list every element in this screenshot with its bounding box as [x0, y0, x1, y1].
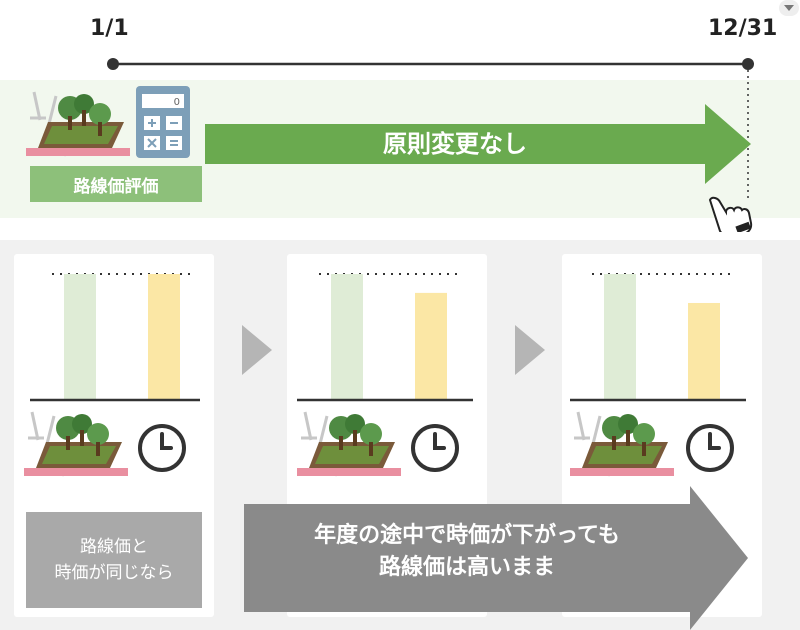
bottom-arrow-line2: 路線価は高いまま	[378, 555, 555, 580]
clock-icon	[686, 424, 734, 472]
chevron-right-icon	[515, 325, 545, 375]
timeline-svg	[107, 58, 754, 200]
top-arrow-text: 原則変更なし	[383, 130, 527, 158]
route-price-bar	[331, 274, 363, 400]
land-with-trees-icon	[26, 91, 130, 157]
timeline-start-dot	[107, 58, 119, 70]
market-price-bar	[415, 292, 447, 400]
timeline-start-label: 1/1	[90, 16, 129, 41]
calculator-icon: 0	[136, 86, 190, 158]
route-price-evaluation-label: 路線価評価	[30, 166, 202, 202]
market-price-bar	[148, 274, 180, 400]
route-price-bar	[604, 274, 636, 400]
bottom-gray-arrow	[244, 486, 748, 630]
top-green-arrow	[205, 104, 751, 184]
chevron-right-icon	[242, 325, 272, 375]
land-with-trees-icon	[570, 411, 674, 477]
same-price-condition-line2: 時価が同じなら	[54, 563, 174, 583]
clock-icon	[411, 424, 459, 472]
hand-cursor-icon	[708, 196, 753, 232]
caret-down-icon	[784, 5, 794, 11]
bottom-arrow-text: 年度の途中で時価が下がっても 路線価は高いまま	[244, 520, 690, 584]
calculator-display-text: 0	[174, 97, 180, 108]
same-price-condition-label: 路線価と 時価が同じなら	[26, 512, 202, 608]
route-price-bar	[64, 274, 96, 400]
same-price-condition-line1: 路線価と	[80, 537, 148, 557]
timeline-end-label: 12/31	[708, 16, 778, 41]
land-with-trees-icon	[297, 411, 401, 477]
clock-icon	[138, 424, 186, 472]
land-with-trees-icon	[24, 411, 128, 477]
market-price-bar	[688, 302, 720, 400]
timeline-end-dot	[742, 58, 754, 70]
dropdown-toggle[interactable]	[779, 0, 799, 16]
bottom-arrow-line1: 年度の途中で時価が下がっても	[314, 523, 620, 548]
